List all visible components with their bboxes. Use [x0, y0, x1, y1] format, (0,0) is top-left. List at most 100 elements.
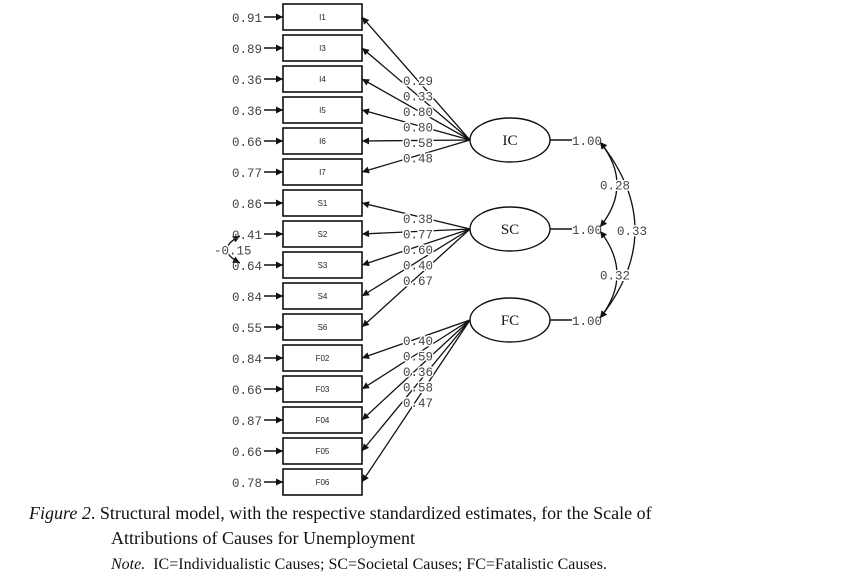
- loading-arrow: [361, 228, 471, 328]
- latent-factor-fc: [469, 297, 551, 343]
- covariance-label: 0.32: [600, 270, 630, 284]
- indicator-label: I3: [319, 44, 326, 53]
- indicator-box-s6: [282, 313, 363, 341]
- covariance-label: 0.28: [600, 180, 630, 194]
- indicator-label: S2: [318, 230, 328, 239]
- loading-arrow: [361, 16, 471, 141]
- loading-arrow: [361, 319, 471, 421]
- error-variance-label: 0.36: [232, 74, 262, 88]
- indicator-box-i1: [282, 3, 363, 31]
- indicator-label: I4: [319, 75, 326, 84]
- note-text: IC=Individualistic Causes; SC=Societal C…: [153, 556, 607, 573]
- indicator-box-i6: [282, 127, 363, 155]
- error-variance-label: 0.55: [232, 322, 262, 336]
- factor-variance-label: 1.00: [572, 315, 602, 329]
- indicator-label: F06: [316, 478, 330, 487]
- indicator-box-f06: [282, 468, 363, 496]
- error-variance-label: 0.84: [232, 353, 262, 367]
- note-label: Note.: [111, 556, 146, 573]
- loading-arrow: [361, 319, 471, 390]
- loading-label: 0.29: [403, 75, 433, 89]
- indicator-box-s1: [282, 189, 363, 217]
- loading-arrow: [361, 137, 471, 145]
- latent-factor-label: FC: [501, 313, 519, 329]
- caption-line1: . Structural model, with the respective …: [90, 503, 652, 523]
- indicator-label: I6: [319, 137, 326, 146]
- indicator-label: I7: [319, 168, 326, 177]
- sem-path-diagram: I10.910.29I30.890.33I40.360.80I50.360.80…: [213, 3, 649, 496]
- error-variance-label: 0.89: [232, 43, 262, 57]
- indicator-label: I1: [319, 13, 326, 22]
- loading-label: 0.48: [403, 153, 433, 167]
- caption-note: Note. IC=Individualistic Causes; SC=Soci…: [111, 556, 607, 574]
- indicator-box-f02: [282, 344, 363, 372]
- indicator-box-i3: [282, 34, 363, 62]
- loading-label: 0.58: [403, 137, 433, 151]
- error-variance-label: 0.91: [232, 12, 262, 26]
- indicator-label: F02: [316, 354, 330, 363]
- indicator-box-s2: [282, 220, 363, 248]
- error-covariance-label: -0.15: [214, 245, 252, 259]
- loading-label: 0.80: [403, 122, 433, 136]
- indicator-label: F03: [316, 385, 330, 394]
- indicator-box-s4: [282, 282, 363, 310]
- indicator-box-f03: [282, 375, 363, 403]
- loading-arrow: [361, 228, 471, 238]
- loading-label: 0.38: [403, 213, 433, 227]
- loading-label: 0.40: [403, 260, 433, 274]
- latent-factor-label: IC: [503, 133, 518, 149]
- loading-label: 0.33: [403, 91, 433, 105]
- loading-arrow: [361, 228, 471, 297]
- loading-arrow: [361, 139, 471, 174]
- indicator-label: F04: [316, 416, 330, 425]
- indicator-box-s3: [282, 251, 363, 279]
- loading-arrow: [361, 319, 471, 483]
- error-variance-label: 0.66: [232, 136, 262, 150]
- loading-arrow: [361, 108, 471, 141]
- loading-label: 0.59: [403, 351, 433, 365]
- figure-caption: Figure 2. Structural model, with the res…: [29, 502, 652, 524]
- indicator-label: F05: [316, 447, 330, 456]
- error-variance-label: 0.66: [232, 446, 262, 460]
- error-variance-label: 0.41: [232, 229, 262, 243]
- loading-arrow: [361, 228, 471, 267]
- indicator-box-i5: [282, 96, 363, 124]
- error-variance-label: 0.84: [232, 291, 262, 305]
- loading-label: 0.58: [403, 382, 433, 396]
- error-variance-label: 0.66: [232, 384, 262, 398]
- latent-factor-ic: [469, 117, 551, 163]
- loading-arrow: [361, 201, 471, 230]
- loading-label: 0.40: [403, 335, 433, 349]
- indicator-label: I5: [319, 106, 326, 115]
- loading-label: 0.67: [403, 275, 433, 289]
- caption-line2: Attributions of Causes for Unemployment: [111, 528, 415, 548]
- latent-factor-label: SC: [501, 222, 519, 238]
- indicator-label: S1: [318, 199, 328, 208]
- error-variance-label: 0.78: [232, 477, 262, 491]
- indicator-box-f04: [282, 406, 363, 434]
- loading-label: 0.60: [403, 244, 433, 258]
- loading-label: 0.77: [403, 229, 433, 243]
- indicator-label: S4: [318, 292, 328, 301]
- error-covariance-arc: [226, 235, 241, 264]
- error-variance-label: 0.86: [232, 198, 262, 212]
- loading-label: 0.36: [403, 366, 433, 380]
- error-variance-label: 0.77: [232, 167, 262, 181]
- loading-arrow: [361, 47, 471, 141]
- error-variance-label: 0.64: [232, 260, 262, 274]
- error-variance-label: 0.36: [232, 105, 262, 119]
- figure-label: Figure 2: [29, 503, 91, 523]
- factor-variance-label: 1.00: [572, 224, 602, 238]
- latent-factor-sc: [469, 206, 551, 252]
- error-variance-label: 0.87: [232, 415, 262, 429]
- factor-variance-label: 1.00: [572, 135, 602, 149]
- covariance-arc: [599, 141, 636, 319]
- loading-arrow: [361, 319, 471, 359]
- indicator-label: S3: [318, 261, 328, 270]
- loading-label: 0.47: [403, 397, 433, 411]
- indicator-label: S6: [318, 323, 328, 332]
- covariance-label: 0.33: [617, 225, 647, 239]
- indicator-box-f05: [282, 437, 363, 465]
- loading-arrow: [361, 78, 471, 141]
- loading-arrow: [361, 319, 471, 452]
